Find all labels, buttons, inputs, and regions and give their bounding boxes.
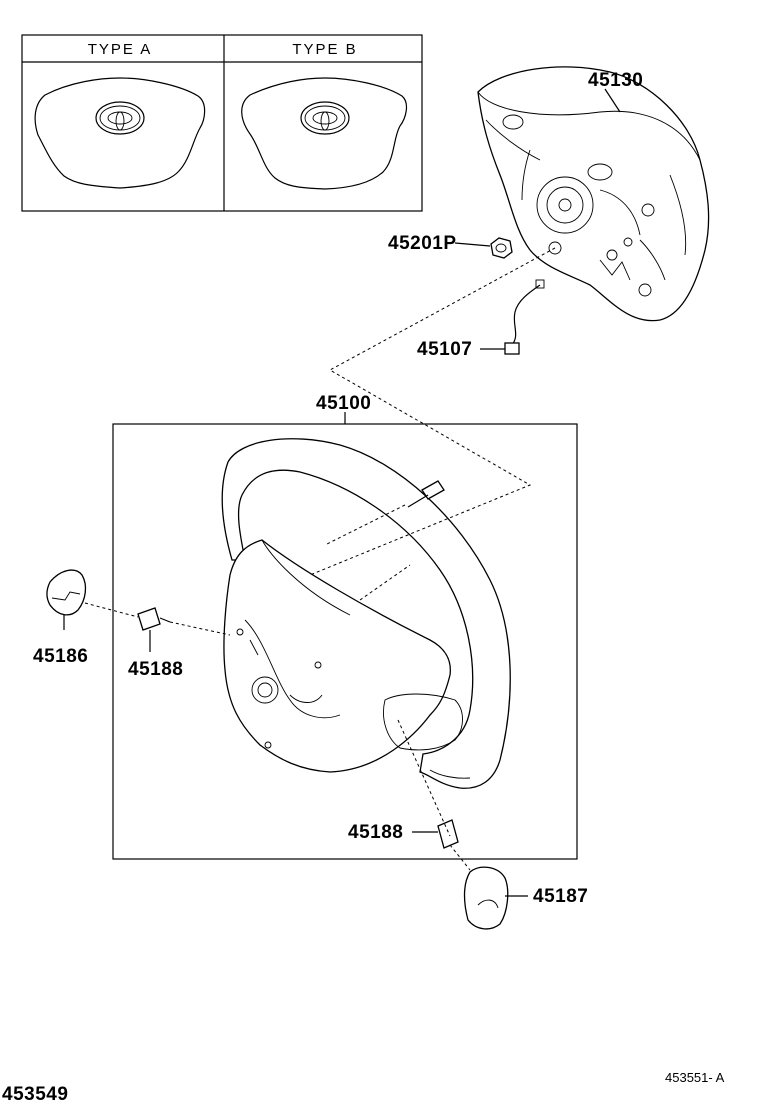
assembly-guide-lines: [84, 247, 556, 871]
part-label-45100[interactable]: 45100: [316, 393, 371, 414]
part-label-45188-bottom[interactable]: 45188: [348, 822, 403, 843]
part-label-45201p[interactable]: 45201P: [388, 233, 457, 254]
toyota-emblem-icon: [300, 101, 350, 135]
part-label-45186[interactable]: 45186: [33, 646, 88, 667]
airbag-pad-icon: [241, 77, 408, 190]
part-label-45130[interactable]: 45130: [588, 70, 643, 91]
cover-icon: [463, 866, 509, 930]
part-label-45187[interactable]: 45187: [533, 886, 588, 907]
type-comparison-box: TYPE A TYPE B: [21, 34, 423, 212]
part-label-45107[interactable]: 45107: [417, 339, 472, 360]
bolt-icon: [412, 819, 459, 849]
steering-wheel-icon: [221, 438, 511, 789]
bolt-icon: [407, 480, 445, 508]
nut-icon: [490, 237, 513, 259]
cover-icon: [46, 569, 87, 616]
type-a-label: TYPE A: [88, 41, 153, 58]
airbag-pad-icon: [34, 77, 206, 189]
type-b-label: TYPE B: [292, 41, 357, 58]
toyota-emblem-icon: [95, 101, 145, 135]
airbag-assembly-illustration: [477, 66, 710, 322]
connector-wire-icon: [504, 279, 545, 355]
footer-left-code: 453549: [2, 1084, 68, 1105]
bolt-icon: [137, 607, 171, 631]
footer-right-code: 453551- A: [665, 1070, 725, 1085]
part-label-45188-left[interactable]: 45188: [128, 659, 183, 680]
